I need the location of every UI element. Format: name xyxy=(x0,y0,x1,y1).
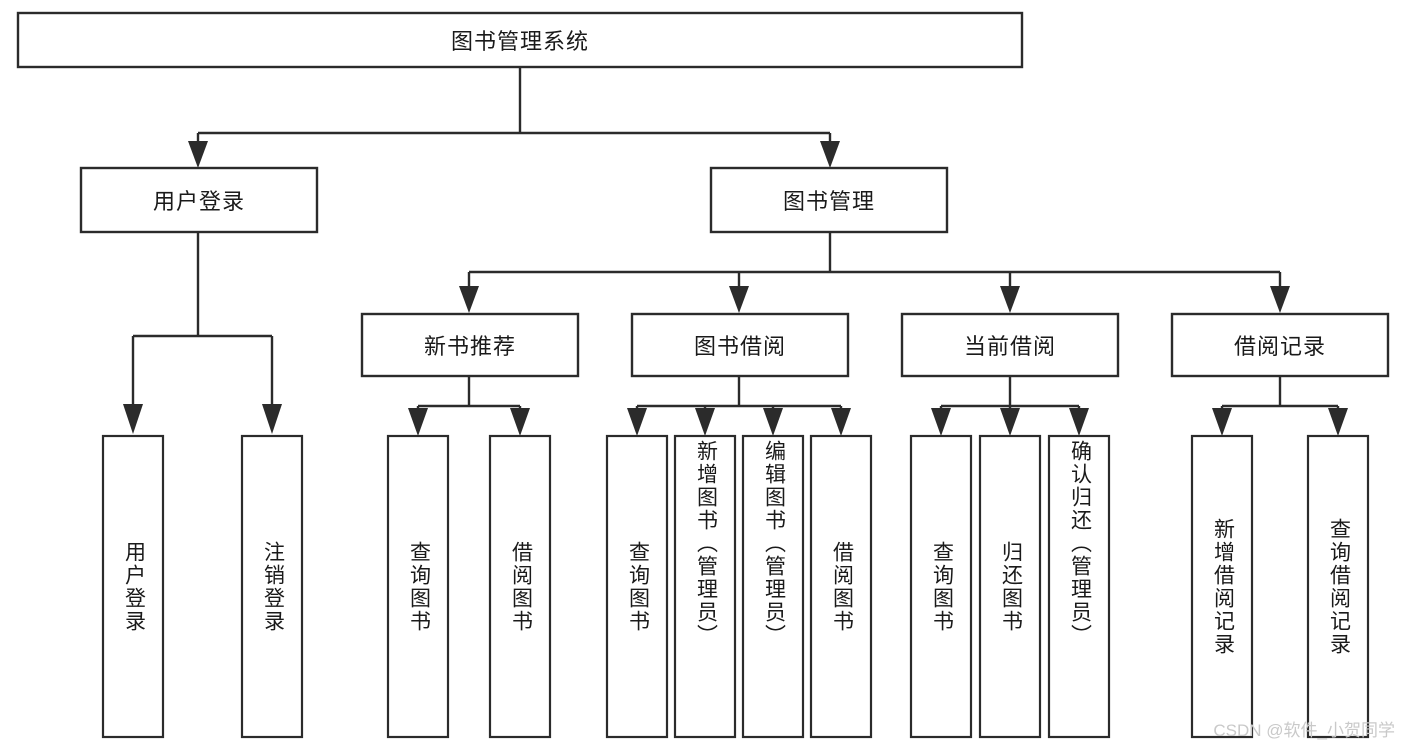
leaf-user-login-1[interactable] xyxy=(101,434,165,739)
arrow-leaf-borrow-record-1 xyxy=(1212,408,1232,436)
arrow-leaf-new-book-1 xyxy=(408,408,428,436)
leaf-borrow-record-2[interactable] xyxy=(1306,434,1370,739)
arrow-leaf-current-borrow-2 xyxy=(1000,408,1020,436)
arrow-to-book-borrow xyxy=(729,286,749,313)
leaf-current-borrow-3[interactable] xyxy=(1047,434,1111,739)
arrow-root-to-book-mgmt xyxy=(820,141,840,168)
node-current-borrow[interactable] xyxy=(900,312,1120,378)
leaf-current-borrow-2[interactable] xyxy=(978,434,1042,739)
arrow-leaf-current-borrow-1 xyxy=(931,408,951,436)
leaf-new-book-2[interactable] xyxy=(488,434,552,739)
leaf-new-book-1[interactable] xyxy=(386,434,450,739)
node-group xyxy=(16,11,1390,739)
leaf-current-borrow-1[interactable] xyxy=(909,434,973,739)
leaf-book-borrow-1[interactable] xyxy=(605,434,669,739)
node-borrow-record[interactable] xyxy=(1170,312,1390,378)
arrow-to-borrow-record xyxy=(1270,286,1290,313)
arrow-leaf-book-borrow-1 xyxy=(627,408,647,436)
arrow-to-new-book xyxy=(459,286,479,313)
arrow-to-current-borrow xyxy=(1000,286,1020,313)
leaf-book-borrow-4[interactable] xyxy=(809,434,873,739)
leaf-user-login-2[interactable] xyxy=(240,434,304,739)
edge-group xyxy=(123,67,1348,436)
node-root[interactable] xyxy=(16,11,1024,69)
leaf-borrow-record-1[interactable] xyxy=(1190,434,1254,739)
arrow-leaf-book-borrow-3 xyxy=(763,408,783,436)
arrow-leaf-current-borrow-3 xyxy=(1069,408,1089,436)
arrow-leaf-book-borrow-2 xyxy=(695,408,715,436)
arrow-leaf-user-login-1 xyxy=(123,404,143,434)
arrow-leaf-user-login-2 xyxy=(262,404,282,434)
watermark: CSDN @软件_小贺同学 xyxy=(1213,721,1395,740)
arrow-root-to-user-login xyxy=(188,141,208,168)
node-new-book-recommend[interactable] xyxy=(360,312,580,378)
arrow-leaf-book-borrow-4 xyxy=(831,408,851,436)
leaf-book-borrow-2[interactable] xyxy=(673,434,737,739)
node-user-login[interactable] xyxy=(79,166,319,234)
node-book-borrow[interactable] xyxy=(630,312,850,378)
arrow-leaf-new-book-2 xyxy=(510,408,530,436)
leaf-book-borrow-3[interactable] xyxy=(741,434,805,739)
arrow-leaf-borrow-record-2 xyxy=(1328,408,1348,436)
node-book-management[interactable] xyxy=(709,166,949,234)
